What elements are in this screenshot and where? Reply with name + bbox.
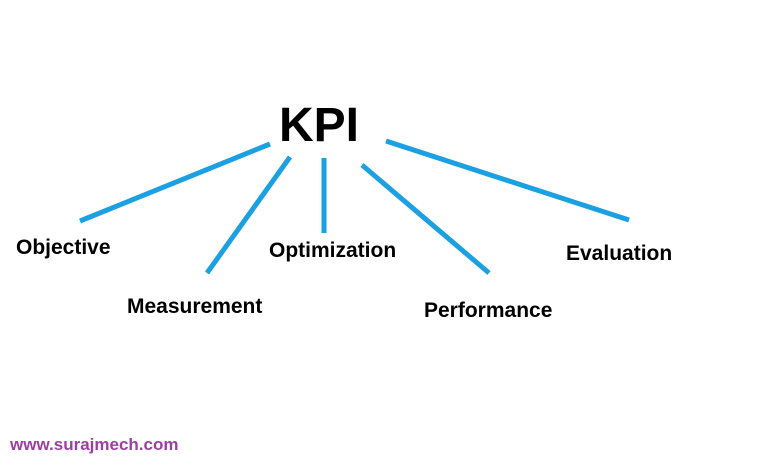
connector-evaluation xyxy=(385,138,630,223)
connector-objective xyxy=(79,141,271,224)
branch-evaluation: Evaluation xyxy=(566,242,673,265)
branch-objective: Objective xyxy=(16,236,111,259)
branch-performance: Performance xyxy=(424,299,553,322)
connector-performance xyxy=(360,163,491,275)
branch-optimization: Optimization xyxy=(269,239,397,262)
connector-measurement xyxy=(204,155,293,275)
kpi-title: KPI xyxy=(279,99,360,152)
branch-measurement: Measurement xyxy=(127,295,263,318)
watermark-url: www.surajmech.com xyxy=(10,435,179,454)
